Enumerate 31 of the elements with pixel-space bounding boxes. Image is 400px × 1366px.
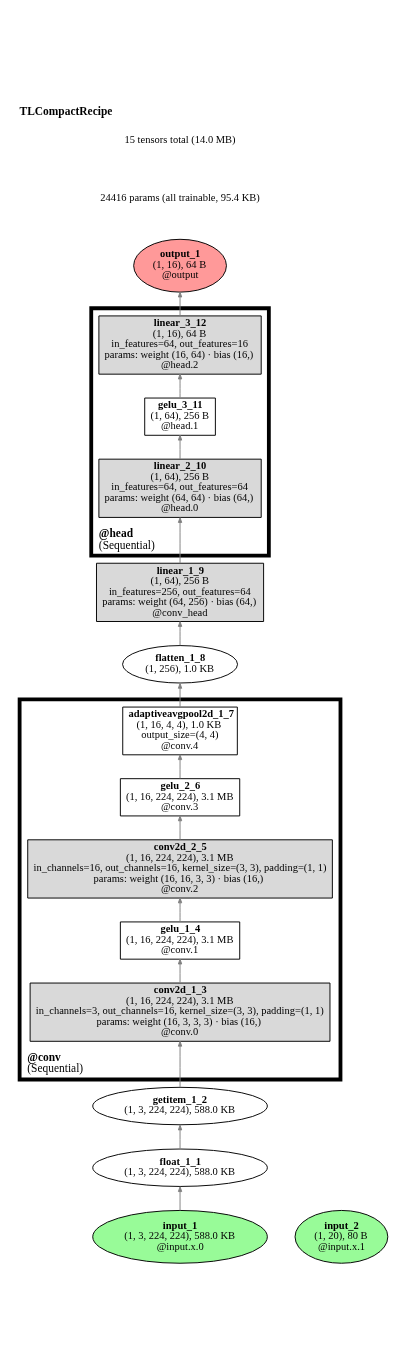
arrow <box>177 1124 183 1149</box>
arrow <box>177 621 183 646</box>
node-box: gelu_1_4 (1, 16, 224, 224), 3.1 MB @conv.1 <box>119 921 241 960</box>
arrow <box>177 373 183 399</box>
node-box: linear_2_10 (1, 64), 256 B in_features=64, out_features=64 params: weight (64, 64) · bias (64,) @head.0 <box>98 458 262 518</box>
arrow <box>177 517 183 564</box>
arrow <box>177 958 183 984</box>
node-box: linear_3_12 (1, 16), 64 B in_features=64, out_features=16 params: weight (16, 64) · bias (16,) @head.2 <box>98 315 262 375</box>
node-ellipse: input_2 (1, 20), 80 B @input.x.1 <box>294 1209 389 1264</box>
arrow <box>177 291 183 317</box>
node-ellipse: float_1_1 (1, 3, 224, 224), 588.0 KB <box>92 1148 268 1187</box>
label: 15 tensors total (14.0 MB) <box>124 133 236 145</box>
node-ellipse: input_1 (1, 3, 224, 224), 588.0 KB @input.x.0 <box>92 1209 268 1264</box>
diagram-title: TLCompactRecipe <box>19 104 113 117</box>
arrow <box>177 683 183 708</box>
arrow <box>177 815 183 841</box>
node-box: gelu_2_6 (1, 16, 224, 224), 3.1 MB @conv.3 <box>119 778 241 817</box>
arrow <box>177 434 183 460</box>
label: 24416 params (all trainable, 95.4 KB) <box>100 191 260 203</box>
node-ellipse: output_1 (1, 16), 64 B @output <box>133 238 227 293</box>
node-box: linear_1_9 (1, 64), 256 B in_features=256, out_features=64 params: weight (64, 256) · bias (64,) @conv_head <box>96 562 265 622</box>
node-ellipse: flatten_1_8 (1, 256), 1.0 KB <box>122 645 238 684</box>
arrow <box>177 1186 183 1211</box>
node-box: gelu_3_11 (1, 64), 256 B @head.1 <box>144 397 216 436</box>
arrow <box>177 754 183 779</box>
node-box: conv2d_2_5 (1, 16, 224, 224), 3.1 MB in_channels=16, out_channels=16, kernel_size=(3, 3), padding=(1, 1) params: weight (16, 16, 3, 3) · bias (16,) @conv.2 <box>27 839 333 899</box>
node-ellipse: getitem_1_2 (1, 3, 224, 224), 588.0 KB <box>92 1086 268 1126</box>
node-box: adaptiveavgpool2d_1_7 (1, 16, 4, 4), 1.0 KB output_size=(4, 4) @conv.4 <box>122 706 238 756</box>
arrow <box>177 1040 183 1088</box>
arrow <box>177 897 183 923</box>
node-box: conv2d_1_3 (1, 16, 224, 224), 3.1 MB in_channels=3, out_channels=16, kernel_size=(3, 3), padding=(1, 1) params: weight (16, 3, 3, 3) · bias (16,) @conv.0 <box>29 982 331 1042</box>
